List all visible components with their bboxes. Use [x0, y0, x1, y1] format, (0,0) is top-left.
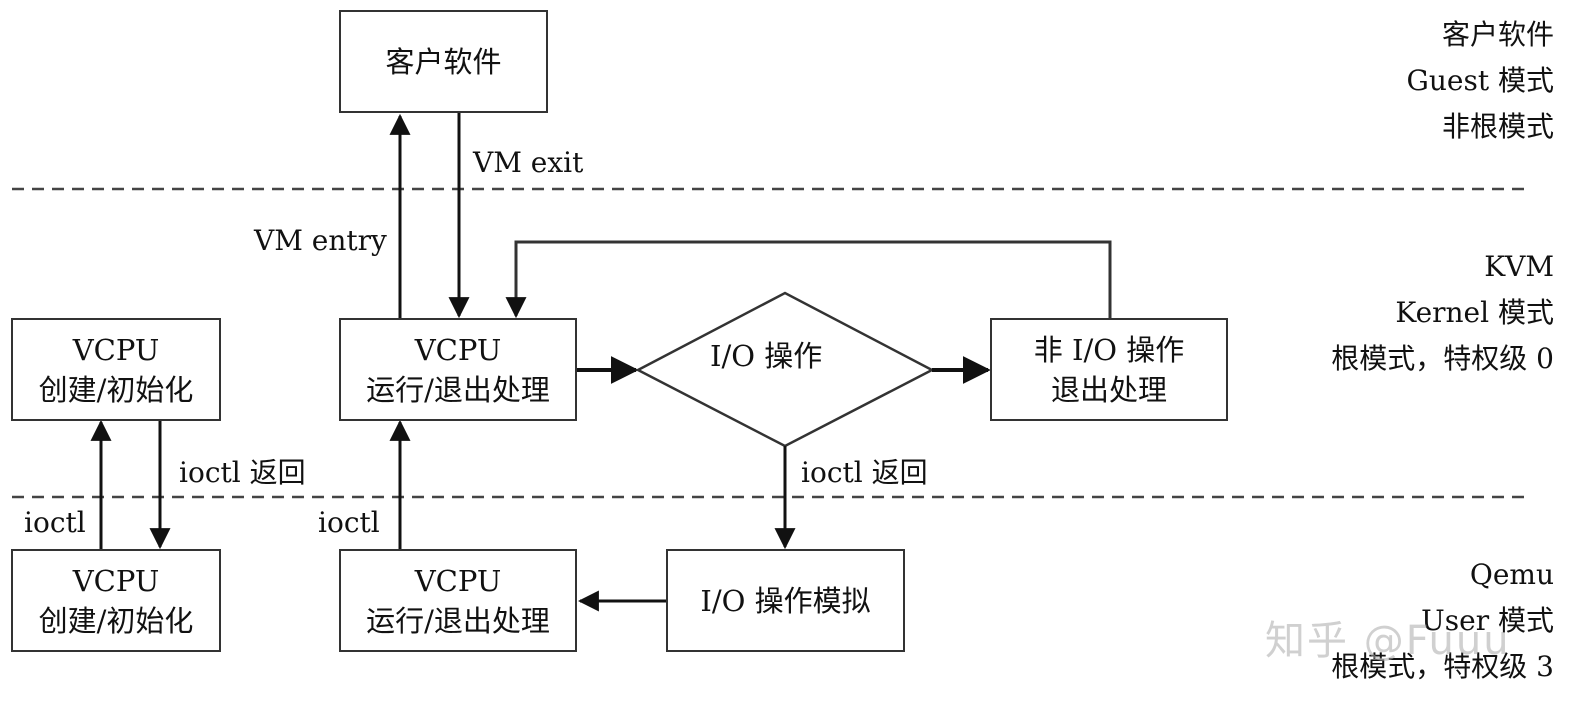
- non-io-exit-box: 非 I/O 操作 退出处理: [990, 318, 1228, 421]
- vm-exit-label: VM exit: [473, 146, 584, 179]
- qemu-vcpu-init-box: VCPU 创建/初始化: [11, 549, 221, 652]
- ioctl-run-label: ioctl: [318, 506, 380, 539]
- kvm-vcpu-init-box: VCPU 创建/初始化: [11, 318, 221, 421]
- qemu-vcpu-init-title: VCPU: [72, 563, 160, 598]
- guest-layer-line-1: 客户软件: [1441, 18, 1554, 51]
- qemu-layer-line-3: 根模式，特权级 3: [1331, 650, 1554, 683]
- kvm-vcpu-init-subtitle: 创建/初始化: [38, 372, 194, 407]
- io-emulation-box: I/O 操作模拟: [666, 549, 905, 652]
- io-decision-label: I/O 操作: [710, 339, 823, 373]
- kvm-layer-label: KVM Kernel 模式 根模式，特权级 0: [1331, 244, 1554, 382]
- edge-non-io-loop: [505, 240, 1112, 319]
- guest-software-box: 客户软件: [339, 10, 548, 113]
- non-io-exit-title: 非 I/O 操作: [1033, 332, 1185, 367]
- qemu-vcpu-init-subtitle: 创建/初始化: [38, 603, 194, 638]
- guest-software-label: 客户软件: [385, 44, 502, 79]
- ioctl-init-label: ioctl: [24, 506, 86, 539]
- io-emulation-label: I/O 操作模拟: [700, 583, 871, 618]
- kvm-vcpu-run-subtitle: 运行/退出处理: [366, 372, 550, 407]
- qemu-vcpu-run-title: VCPU: [414, 563, 502, 598]
- guest-layer-line-3: 非根模式: [1441, 110, 1554, 143]
- kvm-vcpu-init-title: VCPU: [72, 332, 160, 367]
- watermark: 知乎 @Fuuu: [1265, 618, 1511, 664]
- ioctl-return-io-label: ioctl 返回: [801, 456, 928, 489]
- kvm-layer-line-2: Kernel 模式: [1395, 296, 1554, 329]
- vm-entry-label: VM entry: [254, 224, 387, 257]
- qemu-vcpu-run-box: VCPU 运行/退出处理: [339, 549, 577, 652]
- qemu-layer-label: Qemu User 模式 根模式，特权级 3: [1331, 552, 1554, 690]
- non-io-exit-subtitle: 退出处理: [1050, 372, 1167, 407]
- kvm-vcpu-run-title: VCPU: [414, 332, 502, 367]
- qemu-vcpu-run-subtitle: 运行/退出处理: [366, 603, 550, 638]
- qemu-layer-line-1: Qemu: [1469, 558, 1554, 591]
- guest-layer-label: 客户软件 Guest 模式 非根模式: [1407, 12, 1555, 150]
- kvm-layer-line-3: 根模式，特权级 0: [1331, 342, 1554, 375]
- ioctl-return-init-label: ioctl 返回: [179, 456, 306, 489]
- kvm-vcpu-run-box: VCPU 运行/退出处理: [339, 318, 577, 421]
- kvm-layer-line-1: KVM: [1484, 250, 1554, 283]
- qemu-layer-line-2: User 模式: [1421, 604, 1554, 637]
- guest-layer-line-2: Guest 模式: [1406, 64, 1555, 97]
